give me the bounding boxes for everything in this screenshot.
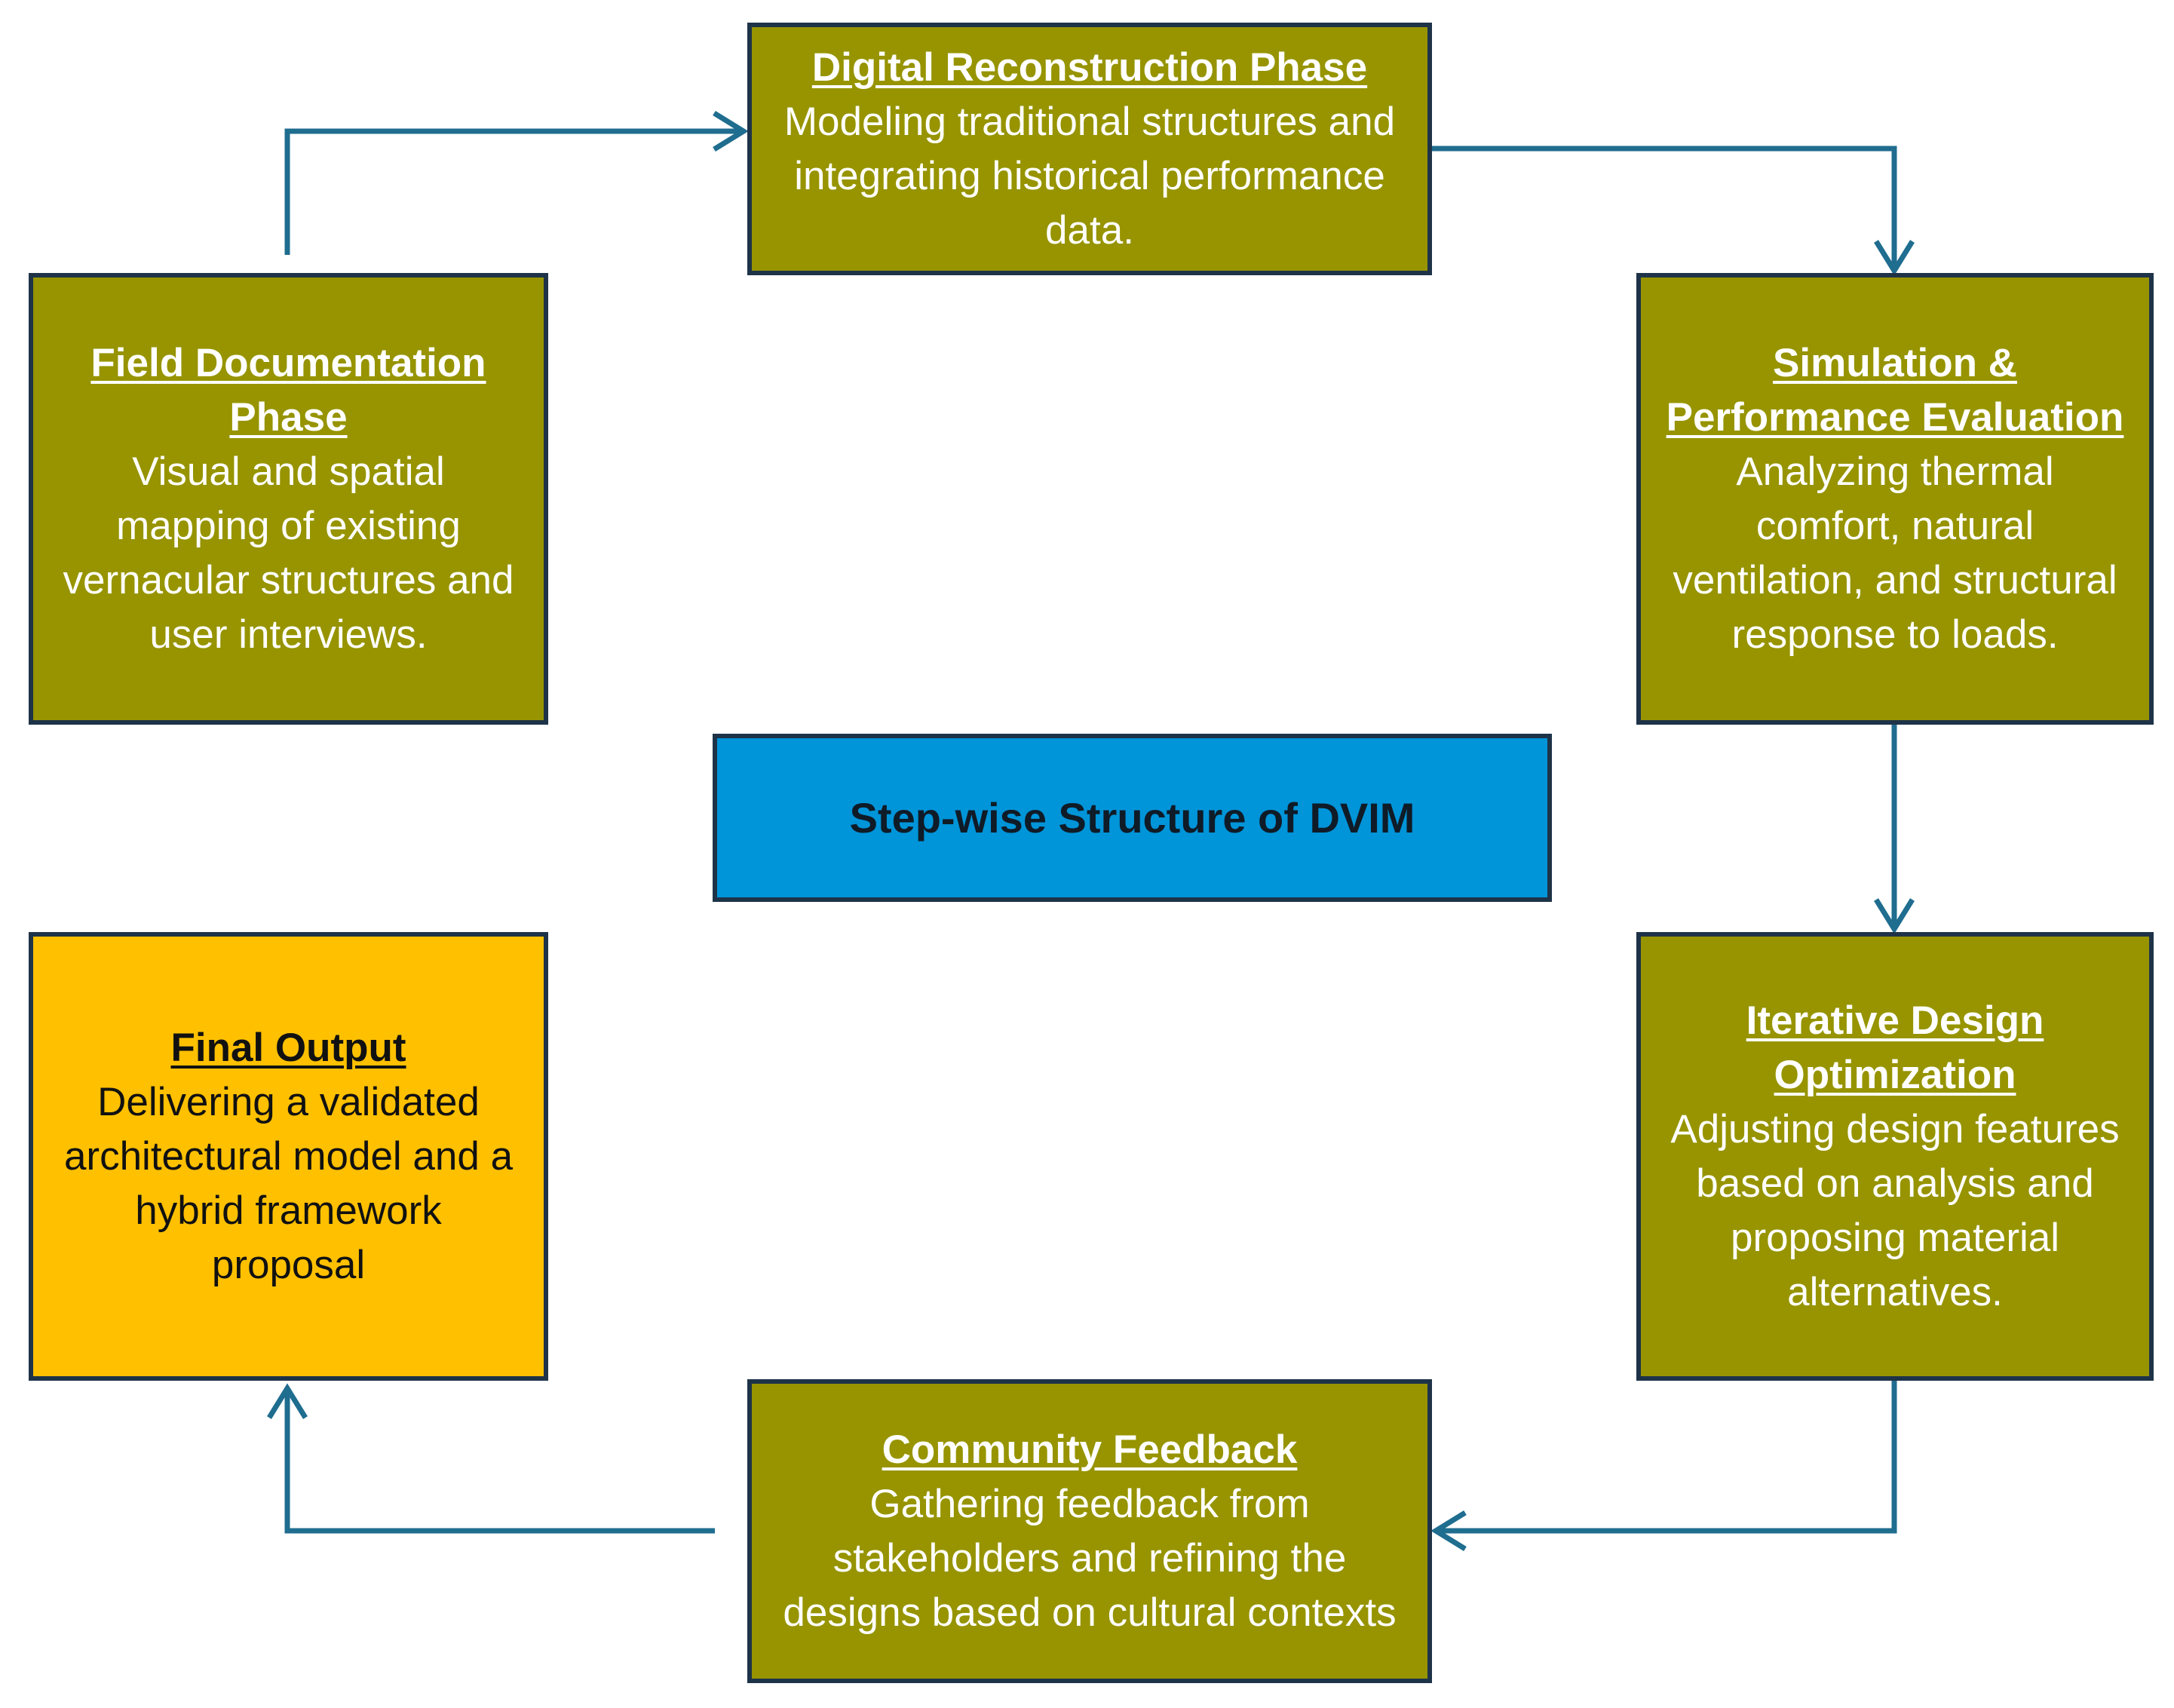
arrow-community-to-final <box>284 1391 715 1534</box>
community-feedback-title: Community Feedback <box>882 1427 1298 1472</box>
iterative-design-box: Iterative Design Optimization Adjusting … <box>1636 932 2154 1381</box>
arrow-digital-to-simulation <box>1432 146 1897 267</box>
dvim-center-box: Step-wise Structure of DVIM <box>713 734 1552 902</box>
arrow-community-to-final-head <box>267 1383 308 1419</box>
simulation-evaluation-body: Analyzing thermal comfort, natural venti… <box>1673 449 2117 657</box>
final-output-title: Final Output <box>170 1025 406 1070</box>
field-documentation-box: Field Documentation Phase Visual and spa… <box>29 273 548 725</box>
field-documentation-title: Field Documentation Phase <box>90 340 486 440</box>
arrow-iterative-to-community-head <box>1430 1510 1467 1551</box>
arrow-field-to-digital-head <box>713 111 749 152</box>
arrow-digital-to-simulation-head <box>1874 240 1915 276</box>
field-documentation-body: Visual and spatial mapping of existing v… <box>63 449 514 657</box>
final-output-box: Final Output Delivering a validated arch… <box>29 932 548 1381</box>
community-feedback-box: Community Feedback Gathering feedback fr… <box>747 1379 1432 1683</box>
iterative-design-title: Iterative Design Optimization <box>1746 998 2044 1097</box>
dvim-center-title: Step-wise Structure of DVIM <box>849 793 1415 842</box>
arrow-field-to-digital <box>284 128 741 255</box>
simulation-evaluation-box: Simulation & Performance Evaluation Anal… <box>1636 273 2154 725</box>
arrow-iterative-to-community <box>1439 1381 1897 1534</box>
digital-reconstruction-body: Modeling traditional structures and inte… <box>783 99 1396 253</box>
arrow-simulation-to-iterative-head <box>1874 898 1915 934</box>
digital-reconstruction-title: Digital Reconstruction Phase <box>811 44 1368 90</box>
digital-reconstruction-box: Digital Reconstruction Phase Modeling tr… <box>747 23 1432 275</box>
simulation-evaluation-title: Simulation & Performance Evaluation <box>1666 340 2124 440</box>
community-feedback-body: Gathering feedback from stakeholders and… <box>783 1481 1397 1635</box>
final-output-body: Delivering a validated architectural mod… <box>63 1079 514 1287</box>
iterative-design-body: Adjusting design features based on analy… <box>1670 1106 2120 1314</box>
